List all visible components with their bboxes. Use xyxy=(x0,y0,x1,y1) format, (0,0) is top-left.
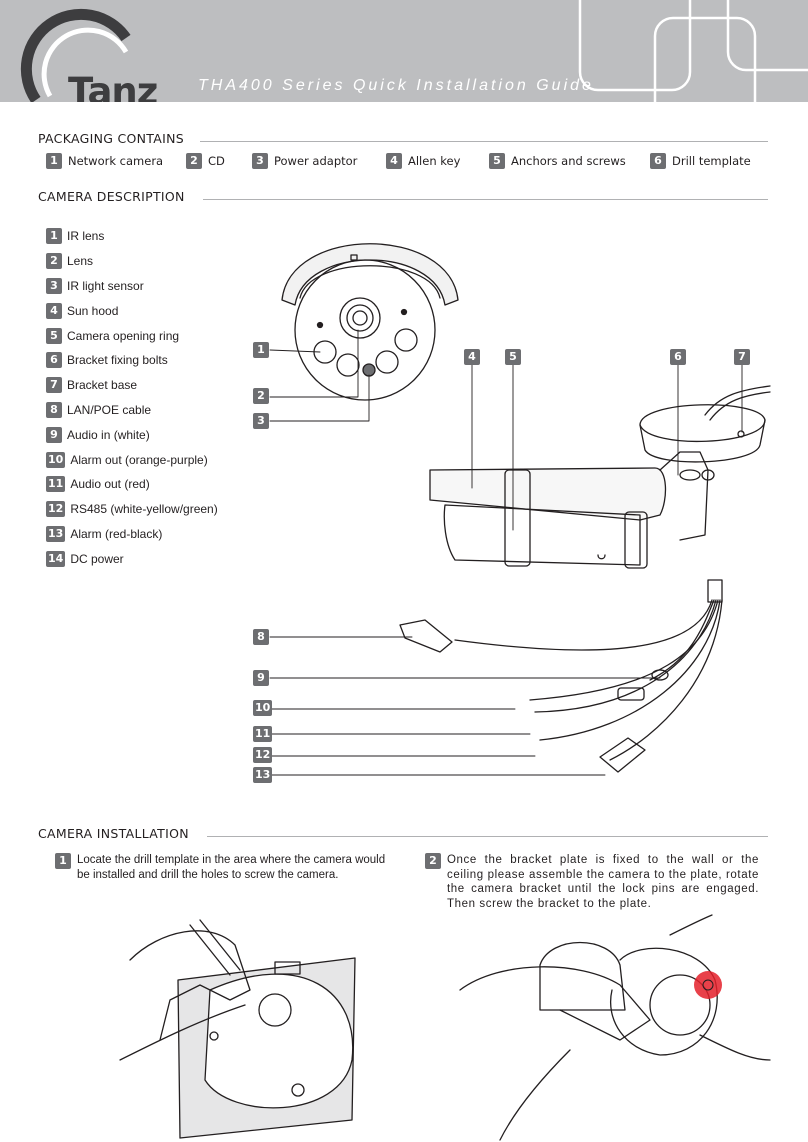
list-item: 8 LAN/POE cable xyxy=(46,398,218,423)
list-item: 3 IR light sensor xyxy=(46,274,218,299)
list-item-label: Audio in (white) xyxy=(67,427,150,442)
packaging-heading: PACKAGING CONTAINS xyxy=(38,131,184,146)
cable-bundle xyxy=(399,579,723,773)
list-item: 7 Bracket base xyxy=(46,373,218,398)
lock-pin-icon xyxy=(702,979,714,991)
list-item: 1 IR lens xyxy=(46,224,218,249)
step-number-badge: 1 xyxy=(55,853,71,869)
list-item-label: IR light sensor xyxy=(67,278,144,293)
list-item: 14 DC power xyxy=(46,546,218,571)
list-item: 12 RS485 (white-yellow/green) xyxy=(46,497,218,522)
list-item-label: Camera opening ring xyxy=(67,328,180,343)
item-number-badge: 10 xyxy=(46,451,66,468)
item-number-badge: 1 xyxy=(46,228,62,245)
item-number-badge: 9 xyxy=(46,426,62,443)
list-item-label: IR lens xyxy=(67,229,105,244)
step-1-text: Locate the drill template in the area wh… xyxy=(77,854,386,881)
list-item: 11 Audio out (red) xyxy=(46,472,218,497)
list-item-label: LAN/POE cable xyxy=(67,402,152,417)
step-1-illustration xyxy=(119,919,356,1139)
item-number-badge: 5 xyxy=(489,153,505,169)
list-item: 13 Alarm (red-black) xyxy=(46,522,218,547)
item-number-badge: 12 xyxy=(46,501,66,518)
item-number-badge: 11 xyxy=(46,476,66,493)
item-number-badge: 6 xyxy=(46,352,62,369)
packaging-item-label: Allen key xyxy=(408,154,461,168)
packaging-item-label: Anchors and screws xyxy=(511,154,626,168)
list-item-label: Bracket fixing bolts xyxy=(67,353,168,368)
packaging-rule xyxy=(200,141,768,142)
installation-heading: CAMERA INSTALLATION xyxy=(38,826,189,841)
list-item: 2 Lens xyxy=(46,249,218,274)
callout-leader-lines xyxy=(269,329,743,776)
item-number-badge: 3 xyxy=(46,277,62,294)
camera-side-view xyxy=(429,385,771,569)
step-2-text: Once the bracket plate is fixed to the w… xyxy=(447,854,759,910)
list-item-label: Bracket base xyxy=(67,378,138,393)
item-number-badge: 6 xyxy=(650,153,666,169)
description-rule xyxy=(203,199,768,200)
header-decoration xyxy=(578,0,808,102)
item-number-badge: 2 xyxy=(186,153,202,169)
packaging-item: 3 Power adaptor xyxy=(252,153,357,169)
lock-pin-highlight xyxy=(694,971,722,999)
brand-logo: Tanz xyxy=(18,8,168,102)
installation-rule xyxy=(207,836,768,837)
packaging-item: 2 CD xyxy=(186,153,225,169)
list-item: 4 Sun hood xyxy=(46,298,218,323)
packaging-item: 4 Allen key xyxy=(386,153,460,169)
list-item-label: DC power xyxy=(70,551,124,566)
header-banner: Tanz THA400 Series Quick Installation Gu… xyxy=(0,0,808,102)
item-number-badge: 4 xyxy=(46,302,62,319)
step-2-illustration xyxy=(459,914,771,1141)
packaging-item-label: Drill template xyxy=(672,154,751,168)
item-number-badge: 13 xyxy=(46,525,66,542)
item-number-badge: 4 xyxy=(386,153,402,169)
brand-name: Tanz xyxy=(68,70,158,102)
item-number-badge: 8 xyxy=(46,401,62,418)
item-number-badge: 7 xyxy=(46,377,62,394)
description-list: 1 IR lens 2 Lens 3 IR light sensor 4 Sun hoo… xyxy=(46,224,218,571)
item-number-badge: 5 xyxy=(46,327,62,344)
item-number-badge: 14 xyxy=(46,550,66,567)
list-item: 6 Bracket fixing bolts xyxy=(46,348,218,373)
item-number-badge: 3 xyxy=(252,153,268,169)
description-heading: CAMERA DESCRIPTION xyxy=(38,189,185,204)
step-number-badge: 2 xyxy=(425,853,441,869)
list-item-label: Audio out (red) xyxy=(70,477,150,492)
packaging-item-label: CD xyxy=(208,154,225,168)
list-item: 5 Camera opening ring xyxy=(46,323,218,348)
list-item-label: Alarm out (orange-purple) xyxy=(70,452,208,467)
item-number-badge: 1 xyxy=(46,153,62,169)
list-item: 10 Alarm out (orange-purple) xyxy=(46,447,218,472)
list-item: 9 Audio in (white) xyxy=(46,422,218,447)
packaging-item-label: Power adaptor xyxy=(274,154,358,168)
list-item-label: Lens xyxy=(67,254,94,269)
item-number-badge: 2 xyxy=(46,253,62,270)
packaging-item-label: Network camera xyxy=(68,154,164,168)
list-item-label: Alarm (red-black) xyxy=(70,526,163,541)
list-item-label: Sun hood xyxy=(67,303,119,318)
list-item-label: RS485 (white-yellow/green) xyxy=(70,502,218,517)
packaging-item: 6 Drill template xyxy=(650,153,751,169)
packaging-item: 1 Network camera xyxy=(46,153,163,169)
document-title: THA400 Series Quick Installation Guide xyxy=(198,77,594,94)
camera-front-view xyxy=(281,243,459,401)
packaging-item: 5 Anchors and screws xyxy=(489,153,626,169)
